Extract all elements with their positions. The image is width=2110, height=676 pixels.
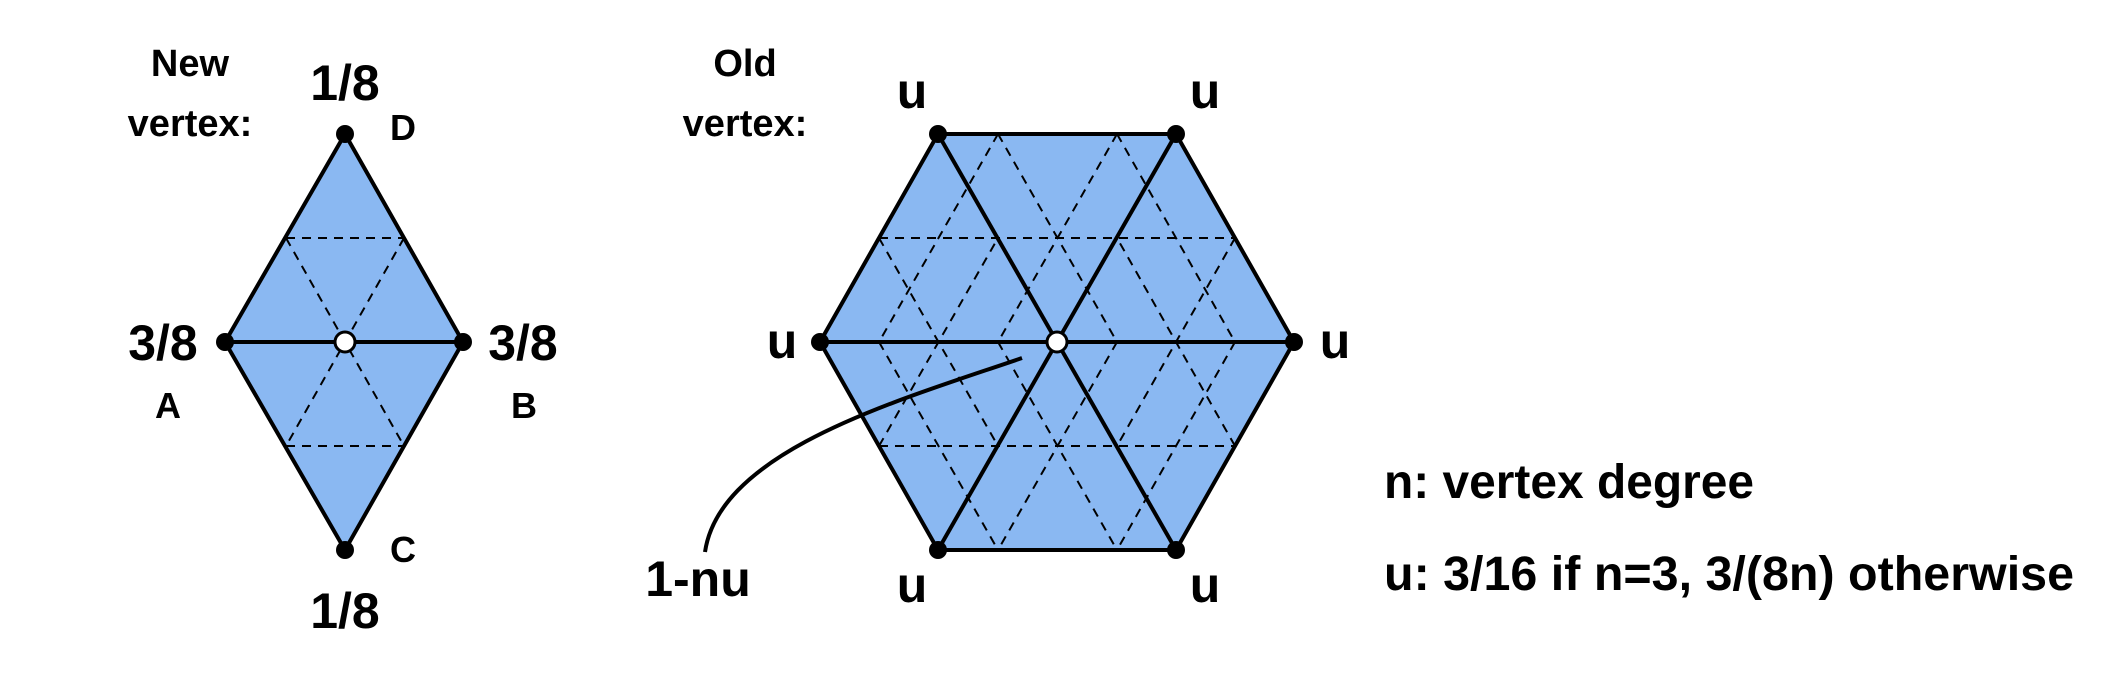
vertex-d — [336, 125, 354, 143]
legend: n: vertex degree u: 3/16 if n=3, 3/(8n) … — [1384, 456, 2074, 601]
new-vertex-heading-1: New — [151, 43, 230, 85]
weight-u-bottom-right: u — [1190, 557, 1221, 613]
vertex-a — [216, 333, 234, 351]
new-vertex-point — [333, 330, 357, 354]
center-weight-label: 1-nu — [645, 551, 751, 607]
weight-right: 3/8 — [488, 315, 558, 371]
center-callout-line — [703, 356, 1023, 553]
hex-vertex-bottom-left — [929, 541, 947, 559]
hex-vertex-bottom-right — [1167, 541, 1185, 559]
hex-vertex-right — [1285, 333, 1303, 351]
label-c: C — [390, 529, 416, 570]
old-vertex-diagram: Old vertex: u u u u u u 1-nu — [645, 43, 1350, 613]
hex-vertex-left — [811, 333, 829, 351]
legend-vertex-degree: n: vertex degree — [1384, 456, 1754, 509]
weight-u-top-right: u — [1190, 63, 1221, 119]
label-d: D — [390, 107, 416, 148]
weight-u-right: u — [1320, 313, 1351, 369]
old-vertex-heading-1: Old — [713, 43, 776, 85]
new-vertex-diagram: New vertex: 1/8 D 3/8 A 3/8 B C 1/8 — [128, 43, 558, 639]
legend-u-definition: u: 3/16 if n=3, 3/(8n) otherwise — [1384, 548, 2074, 601]
hex-vertex-top-right — [1167, 125, 1185, 143]
label-a: A — [155, 385, 181, 426]
vertex-b — [454, 333, 472, 351]
old-vertex-heading-2: vertex: — [683, 103, 808, 145]
new-vertex-heading-2: vertex: — [128, 103, 253, 145]
weight-top: 1/8 — [310, 55, 380, 111]
weight-u-top-left: u — [897, 63, 928, 119]
weight-u-bottom-left: u — [897, 557, 928, 613]
vertex-c — [336, 541, 354, 559]
label-b: B — [511, 385, 537, 426]
weight-left: 3/8 — [128, 315, 198, 371]
hex-vertex-top-left — [929, 125, 947, 143]
old-vertex-point — [1045, 330, 1069, 354]
weight-bottom: 1/8 — [310, 583, 380, 639]
weight-u-left: u — [767, 313, 798, 369]
